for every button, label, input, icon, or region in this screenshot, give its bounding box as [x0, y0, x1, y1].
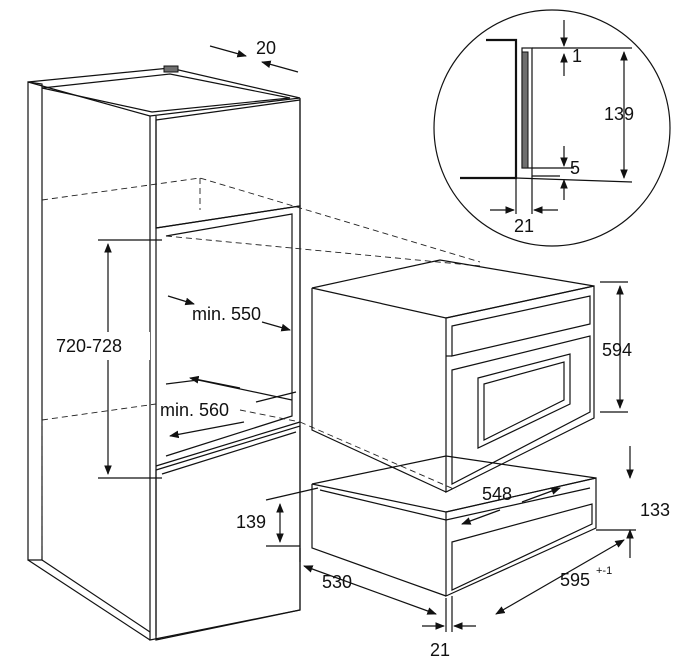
arrow-560-down	[169, 421, 245, 439]
label-cabinet-depth: 530	[322, 572, 352, 592]
detail-trim-fill	[521, 51, 529, 169]
dim-drawer-height-side: 139	[236, 487, 319, 547]
oven-window-inner	[483, 361, 565, 441]
dim-min-width: min. 550	[167, 295, 291, 332]
warming-drawer	[311, 455, 597, 597]
hidden-line-2	[41, 403, 157, 421]
drawer-front-panel	[451, 503, 593, 591]
hidden-line-6	[299, 421, 457, 491]
detail-view: 1 139 5 21	[433, 9, 671, 247]
tall-cabinet	[27, 65, 481, 641]
top-strip	[163, 65, 179, 73]
label-bg	[52, 332, 150, 360]
label-bottom-gap: 21	[430, 640, 450, 660]
label-drawer-height: 133	[640, 500, 670, 520]
detail-ext-bottom	[515, 177, 633, 183]
arrow-550-right	[261, 321, 291, 332]
label-min-depth: min. 560	[160, 400, 229, 420]
drawer-top	[311, 455, 597, 513]
lower-door	[155, 425, 301, 641]
dim-cabinet-depth: 530	[299, 548, 437, 615]
dim-drawer-height: 133	[626, 446, 670, 558]
cabinet-top-inner	[41, 73, 291, 113]
ext-line-139-top	[265, 487, 319, 501]
cabinet-left-edge	[27, 81, 43, 561]
detail-label-bottom: 5	[570, 158, 580, 178]
arrow-560-up	[189, 375, 241, 389]
detail-trim-foot	[531, 168, 560, 177]
oven-front	[445, 285, 595, 493]
niche-inner	[165, 213, 293, 457]
hidden-line-1	[41, 177, 481, 263]
drawer-inner-edge	[319, 487, 591, 521]
detail-label-gap: 21	[514, 216, 534, 236]
line-560	[255, 391, 297, 403]
niche-shelf	[165, 379, 293, 401]
detail-label-height: 139	[604, 104, 634, 124]
compact-oven	[311, 259, 595, 493]
label-drawer-inner-width: 548	[482, 484, 512, 504]
arrow-595	[495, 539, 625, 615]
cabinet-front-frame	[149, 98, 301, 641]
oven-side	[311, 288, 447, 493]
dim-top-depth: 20	[209, 38, 299, 73]
dim-bottom-gap: 21	[422, 596, 476, 660]
lower-door-top	[161, 431, 297, 475]
oven-control-panel	[451, 295, 591, 357]
oven-window	[477, 353, 571, 449]
arrow-20-right	[261, 60, 299, 73]
hidden-line-5	[165, 235, 481, 267]
label-drawer-width-tolerance: +-1	[596, 565, 612, 577]
cabinet-bottom-inner	[41, 559, 151, 633]
arrow-530	[303, 565, 437, 615]
arrow-548-right	[521, 487, 561, 503]
detail-circle	[433, 9, 671, 247]
dim-oven-height: 594	[600, 281, 632, 413]
cabinet-bottom-edge	[27, 559, 151, 641]
label-drawer-height-side: 139	[236, 512, 266, 532]
drawer-front	[445, 477, 597, 597]
detail-wall-profile	[460, 38, 518, 180]
label-top-depth: 20	[256, 38, 276, 58]
oven-door	[451, 335, 591, 485]
label-drawer-width: 595	[560, 570, 590, 590]
arrow-20-left	[209, 45, 247, 58]
hidden-line-7	[239, 409, 301, 423]
dim-min-depth: min. 560	[160, 375, 297, 439]
arrow-548-left	[461, 509, 501, 525]
dim-niche-height: 720-728	[52, 239, 162, 479]
detail-label-top: 1	[572, 46, 582, 66]
arrow-550-left	[167, 295, 195, 306]
dim-drawer-inner-width: 548	[461, 484, 561, 525]
dim-drawer-width: 595 +-1	[445, 529, 636, 632]
label-oven-height: 594	[602, 340, 632, 360]
label-niche-height: 720-728	[56, 336, 122, 356]
label-min-width: min. 550	[192, 304, 261, 324]
niche-frame	[155, 205, 301, 467]
